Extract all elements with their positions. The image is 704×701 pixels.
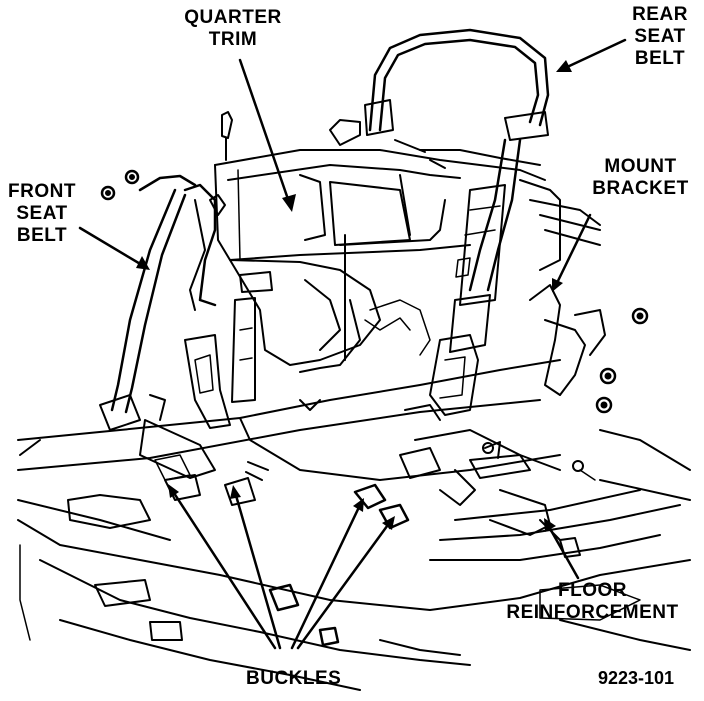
front-seat-belt-line-2: SEAT: [16, 203, 68, 224]
quarter-trim-panel: [214, 119, 601, 411]
rear-seat-belt-label: REAR SEAT BELT: [625, 4, 695, 70]
mount-bracket-line-2: BRACKET: [592, 178, 689, 199]
floor-reinforcement-line-1: FLOOR: [558, 580, 627, 601]
floor-reinforcement-line-2: REINFORCEMENT: [506, 602, 679, 623]
rear-seat-belt-line-3: BELT: [634, 48, 686, 69]
buckle-group: [268, 483, 410, 647]
rear-seat-belt-line-2: SEAT: [634, 26, 686, 47]
mount-bracket-line-1: MOUNT: [604, 156, 677, 177]
front-seat-belt-label: FRONT SEAT BELT: [2, 181, 82, 247]
figure-code: 9223-101: [598, 668, 675, 688]
quarter-trim-label: QUARTER TRIM: [178, 7, 288, 51]
mount-bracket-label: MOUNT BRACKET: [588, 156, 693, 200]
quarter-trim-line-2: TRIM: [208, 29, 258, 50]
rear-seat-belt-assembly: [364, 28, 649, 558]
rear-seat-belt-line-1: REAR: [632, 4, 688, 25]
floor-pan: [17, 359, 691, 691]
front-seat-belt-line-1: FRONT: [8, 181, 76, 202]
floor-reinforcement-label: FLOOR REINFORCEMENT: [490, 580, 695, 624]
quarter-trim-line-1: QUARTER: [184, 7, 282, 28]
leader-lines: [78, 38, 627, 650]
front-seat-belt-assembly: [99, 111, 269, 506]
front-seat-belt-line-3: BELT: [16, 225, 68, 246]
buckles-label: BUCKLES: [246, 668, 342, 689]
